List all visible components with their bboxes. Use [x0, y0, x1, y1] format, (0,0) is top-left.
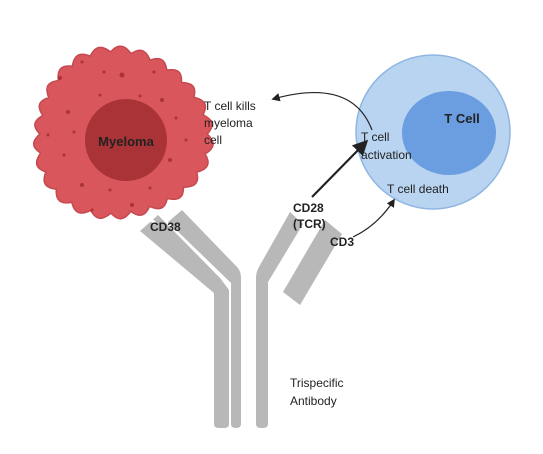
cd28-label-line2: (TCR) — [293, 217, 326, 231]
myeloma-granule — [72, 130, 76, 134]
cd38-binding-notch — [145, 218, 157, 225]
myeloma-granule — [58, 76, 62, 80]
myeloma-label: Myeloma — [98, 134, 154, 149]
cd28-label-line1: CD28 — [293, 201, 324, 215]
tcell-kills-label-line2: myeloma — [204, 116, 253, 130]
activation-label-line2: activation — [361, 148, 412, 162]
myeloma-granule — [148, 186, 152, 190]
antibody-label-line1: Trispecific — [290, 376, 344, 390]
myeloma-granule — [102, 70, 106, 74]
antibody-left-arm-inner — [168, 210, 241, 428]
tcell-kills-label-line1: T cell kills — [204, 99, 256, 113]
myeloma-granule — [160, 98, 164, 102]
myeloma-granule — [80, 60, 84, 64]
myeloma-granule — [86, 150, 90, 154]
myeloma-granule — [62, 153, 66, 157]
myeloma-granule — [184, 138, 188, 142]
tcell-death-label: T cell death — [387, 182, 449, 196]
t-cell-nucleus — [402, 91, 496, 175]
myeloma-granule — [168, 158, 172, 162]
arrow-kills-myeloma — [271, 92, 373, 131]
myeloma-granules — [46, 60, 188, 212]
myeloma-granule — [66, 110, 70, 114]
arrow-activation — [311, 139, 369, 198]
t-cell-label: T Cell — [444, 111, 479, 126]
myeloma-nucleus — [85, 99, 167, 181]
tcell-kills-label-line3: cell — [204, 133, 222, 147]
cd3-binding-notch — [327, 218, 340, 225]
arrows — [271, 92, 395, 238]
myeloma-granule — [80, 183, 84, 187]
cd3-label: CD3 — [330, 235, 354, 249]
myeloma-granule — [130, 203, 134, 207]
antibody-label-line2: Antibody — [290, 394, 337, 408]
trispecific-antibody — [140, 210, 342, 428]
antibody-right-arm-outer — [283, 220, 342, 305]
myeloma-granule — [119, 72, 125, 78]
myeloma-cell: Myeloma — [32, 45, 214, 220]
myeloma-granule — [98, 93, 102, 97]
myeloma-granule — [138, 94, 142, 98]
myeloma-granule — [152, 70, 156, 74]
arrow-tcell-death — [352, 198, 395, 238]
cd38-label: CD38 — [150, 220, 181, 234]
myeloma-granule — [108, 188, 112, 192]
antibody-left-arm-outer — [140, 215, 229, 428]
myeloma-granule — [90, 208, 94, 212]
t-cell: T Cell — [355, 54, 511, 210]
myeloma-granule — [46, 133, 50, 137]
activation-label-line1: T cell — [361, 130, 389, 144]
antibody-right-arm-inner — [256, 212, 303, 428]
myeloma-granule — [174, 116, 178, 120]
